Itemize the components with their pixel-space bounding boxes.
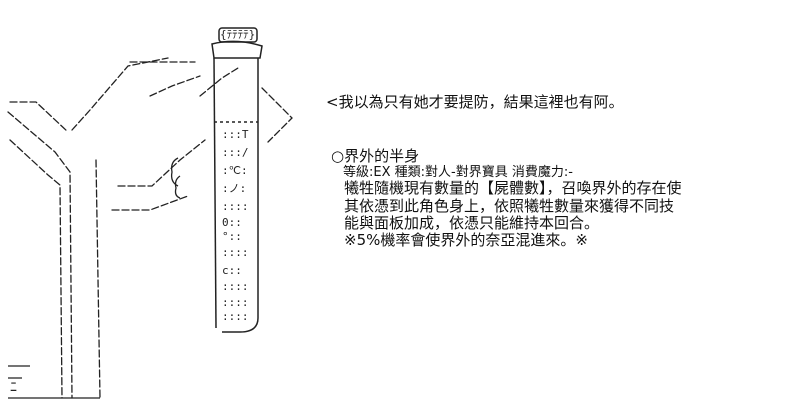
hand-lower bbox=[117, 139, 206, 187]
bottom-left-glyph: ﾆ bbox=[10, 380, 17, 396]
hand-grip-braces bbox=[8, 157, 181, 399]
arm-outline-right bbox=[95, 159, 101, 399]
svg-text:::::: :::: bbox=[222, 296, 249, 309]
card-description-line: 犧牲隨機現有數量的【屍體數】，召喚界外的存在使 bbox=[344, 179, 682, 197]
tube-body-left bbox=[213, 57, 217, 329]
svg-text:c::: c:: bbox=[222, 264, 242, 277]
svg-text:0::: 0:: bbox=[222, 216, 242, 229]
card-description-line: 其依憑到此角色身上，依照犧牲數量來獲得不同技 bbox=[344, 196, 675, 215]
hand-fingers bbox=[149, 75, 201, 97]
card-description-line: 能與面板加成，依憑只能維持本回合。 bbox=[344, 214, 600, 232]
arm-outline-inner bbox=[9, 139, 63, 399]
arm-outline-left bbox=[7, 111, 73, 399]
tube-body-right bbox=[222, 58, 259, 333]
tube-contents: {ﾃﾃﾃﾃ} :::T :::/ :℃: :ノ: :::: 0:: °:: ::… bbox=[10, 28, 255, 396]
test-tube bbox=[211, 27, 263, 333]
card-title: ○界外的半身 bbox=[331, 147, 420, 165]
hand-knuckle bbox=[199, 67, 239, 97]
card-note: ※5%機率會使界外的奈亞混進來。※ bbox=[344, 231, 588, 249]
svg-text::ノ:: :ノ: bbox=[222, 182, 246, 195]
card-stats: 等級:EX 種類:對人-對界寶具 消費魔力:- bbox=[343, 165, 573, 180]
dialogue-line: <我以為只有她才要提防，結果這裡也有阿。 bbox=[326, 93, 624, 111]
svg-text:::::: :::: bbox=[222, 280, 249, 293]
hand-thumb bbox=[261, 87, 293, 143]
card-description: 犧牲隨機現有數量的【屍體數】，召喚界外的存在使 其依憑到此角色身上，依照犧牲數量… bbox=[344, 179, 682, 233]
svg-text::::/: :::/ bbox=[222, 146, 249, 159]
svg-text:::::: :::: bbox=[222, 200, 249, 213]
tube-cap-text: {ﾃﾃﾃﾃ} bbox=[220, 28, 255, 41]
arm-diagonal bbox=[71, 57, 169, 131]
svg-text:::::: :::: bbox=[222, 310, 249, 323]
tube-neck bbox=[211, 40, 263, 59]
svg-text::℃:: :℃: bbox=[222, 164, 248, 177]
hand-bottom bbox=[111, 195, 189, 211]
svg-text::::T: :::T bbox=[222, 128, 249, 141]
svg-text:::::: :::: bbox=[222, 246, 249, 259]
svg-text:°::: °:: bbox=[222, 230, 242, 243]
arm-upper-edge bbox=[9, 101, 69, 133]
